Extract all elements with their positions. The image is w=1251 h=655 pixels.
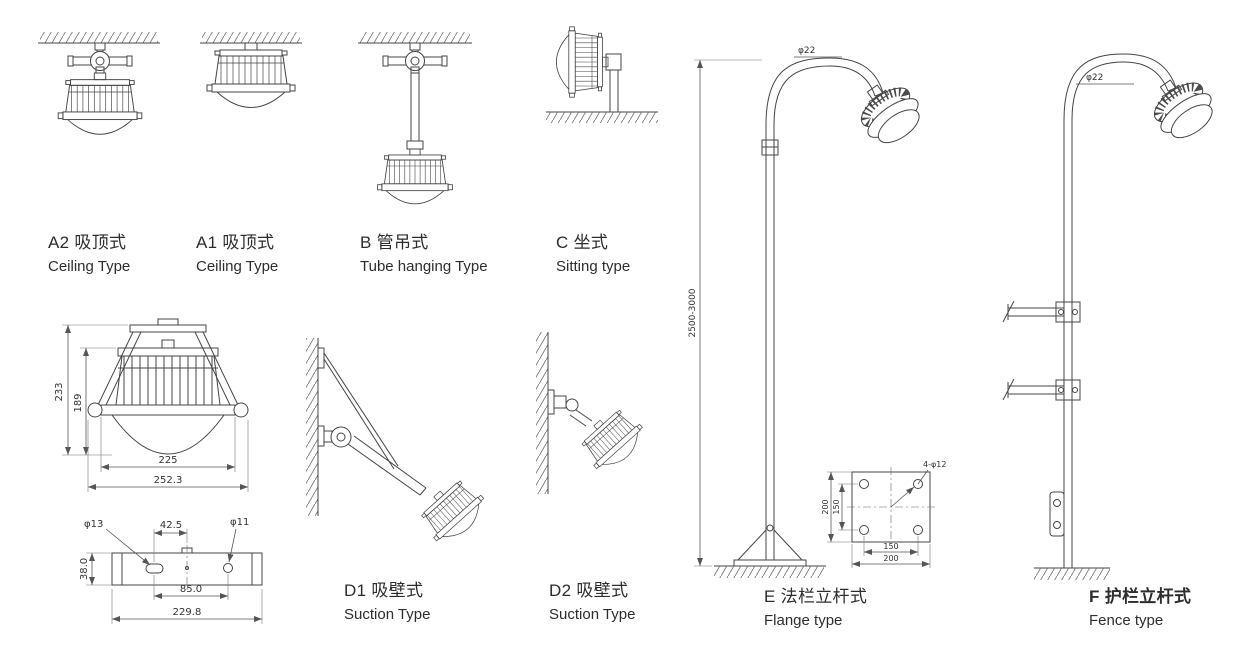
caption-a1-title: A1 吸顶式 xyxy=(196,233,275,252)
figure-bottom-view-drawing: φ13 42.5 φ11 38.0 85.0 229.8 xyxy=(79,517,263,624)
dim-offset: 42.5 xyxy=(160,520,182,531)
caption-b: B 管吊式 Tube hanging Type xyxy=(360,228,488,275)
caption-c-title: C 坐式 xyxy=(556,233,609,252)
caption-b-subtitle: Tube hanging Type xyxy=(360,258,488,275)
caption-d2-subtitle: Suction Type xyxy=(549,606,636,623)
wall-hatch xyxy=(306,338,318,516)
dim-overall-width: 252.3 xyxy=(154,475,183,486)
figure-c-drawing xyxy=(546,26,658,123)
figure-front-view-drawing: 233 189 225 252.3 xyxy=(54,318,249,492)
caption-d2-title: D2 吸壁式 xyxy=(549,581,629,600)
caption-f: F 护栏立杆式 Fence type xyxy=(1089,582,1191,629)
ground-hatch xyxy=(546,112,658,123)
caption-f-subtitle: Fence type xyxy=(1089,612,1164,629)
dim-hole-spacing: 85.0 xyxy=(180,584,202,595)
lamp xyxy=(57,72,143,135)
caption-a2: A2 吸顶式 Ceiling Type xyxy=(48,228,130,275)
caption-c-subtitle: Sitting type xyxy=(556,258,631,275)
caption-c: C 坐式 Sitting type xyxy=(556,228,630,275)
dim-base-overall-width: 229.8 xyxy=(173,607,202,618)
caption-f-title: F 护栏立杆式 xyxy=(1089,587,1192,606)
figure-a2-drawing xyxy=(38,32,160,135)
caption-d2: D2 吸壁式 Suction Type xyxy=(549,576,635,623)
ground-hatch xyxy=(1034,568,1110,580)
dim-flange-left-inner: 150 xyxy=(832,499,841,514)
figure-d2-drawing xyxy=(536,332,651,494)
lamp xyxy=(1141,67,1222,148)
dim-depth: 38.0 xyxy=(79,558,90,580)
lamp xyxy=(377,148,453,205)
caption-d1-subtitle: Suction Type xyxy=(344,606,431,623)
dim-e-pole-height: 2500-3000 xyxy=(688,288,698,337)
dim-flange-holes: 4-φ12 xyxy=(923,460,946,469)
ceiling-hatch xyxy=(202,32,300,43)
caption-d1: D1 吸壁式 Suction Type xyxy=(344,576,430,623)
lamp xyxy=(848,72,929,153)
ground-hatch xyxy=(714,566,824,578)
figure-a1-drawing xyxy=(200,32,302,108)
dim-flange-bottom-inner: 150 xyxy=(883,542,898,551)
wall-hatch xyxy=(536,332,548,494)
ceiling-hatch xyxy=(360,32,470,43)
figure-e-drawing: φ22 2500-3000 4-φ12 150 200 xyxy=(688,46,946,578)
dim-total-height: 233 xyxy=(54,382,65,401)
caption-e: E 法栏立杆式 Flange type xyxy=(764,582,867,629)
dim-hole-left: φ13 xyxy=(84,519,103,530)
dim-flange-left-outer: 200 xyxy=(821,499,830,514)
caption-d1-title: D1 吸壁式 xyxy=(344,581,424,600)
caption-a2-subtitle: Ceiling Type xyxy=(48,258,131,275)
lamp xyxy=(206,42,296,108)
caption-a2-title: A2 吸顶式 xyxy=(48,233,127,252)
caption-a1: A1 吸顶式 Ceiling Type xyxy=(196,228,278,275)
caption-e-title: E 法栏立杆式 xyxy=(764,587,868,606)
lamp xyxy=(556,26,609,98)
dim-body-width: 225 xyxy=(158,455,177,466)
figure-d1-drawing xyxy=(306,338,492,551)
ceiling-hatch xyxy=(40,32,158,43)
caption-e-subtitle: Flange type xyxy=(764,612,843,629)
dim-flange-bottom-outer: 200 xyxy=(883,554,898,563)
caption-a1-subtitle: Ceiling Type xyxy=(196,258,279,275)
lamp xyxy=(413,472,492,551)
dim-e-tube-dia: φ22 xyxy=(798,46,815,56)
dim-hole-right: φ11 xyxy=(230,517,249,528)
figure-f-drawing: φ22 xyxy=(1002,53,1222,580)
dim-f-tube-dia: φ22 xyxy=(1086,73,1103,83)
lamp xyxy=(573,402,651,478)
dim-body-height: 189 xyxy=(73,393,84,412)
caption-b-title: B 管吊式 xyxy=(360,233,429,252)
figure-b-drawing xyxy=(358,32,472,205)
flange-detail: 4-φ12 150 200 150 200 xyxy=(821,460,946,568)
